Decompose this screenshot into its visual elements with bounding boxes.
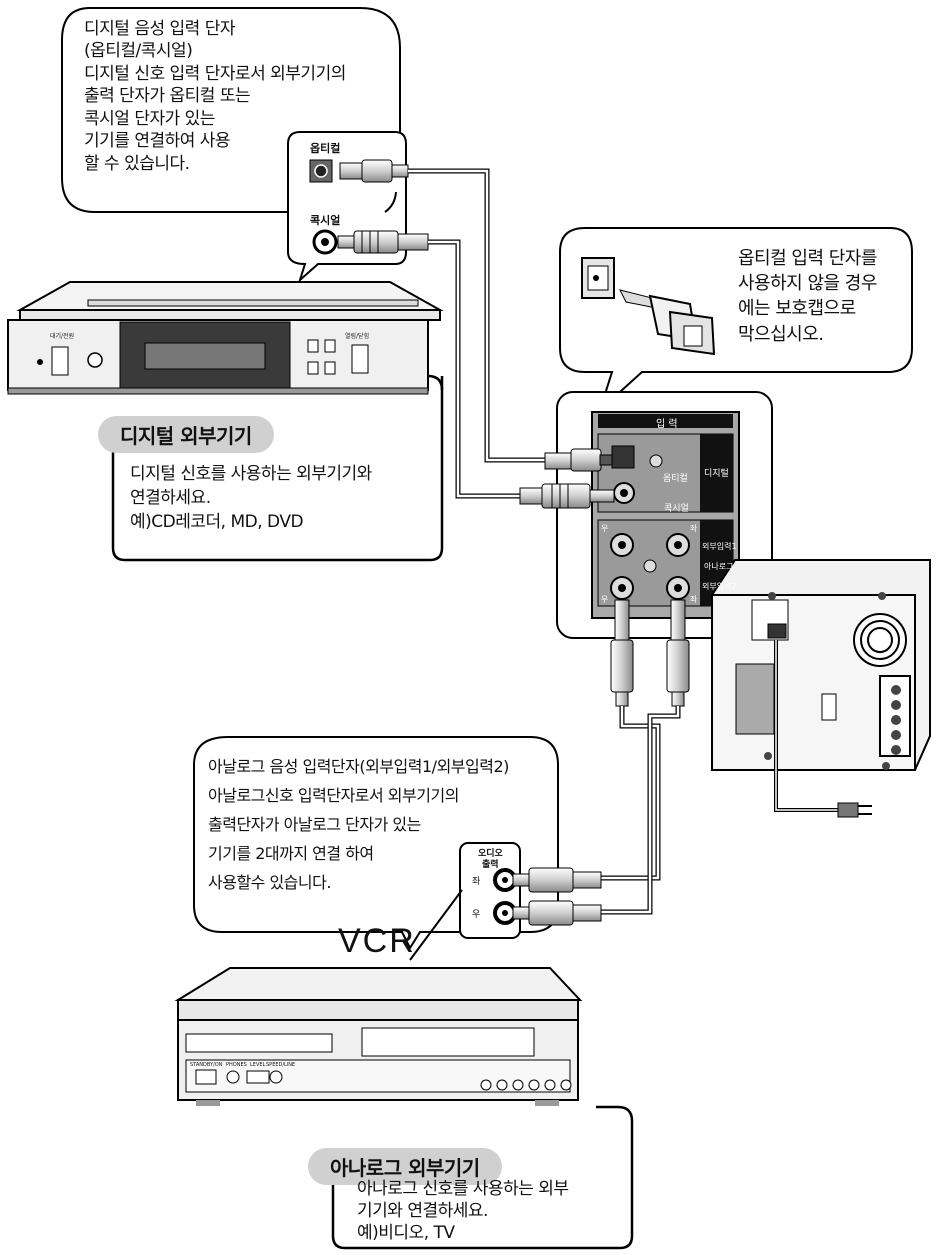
analog-callout-line: 아날로그신호 입력단자로서 외부기기의 [208,786,459,806]
vcr-standby-label: STANDBY/ON [190,1062,223,1068]
analog-device-line: 아나로그 신호를 사용하는 외부 [357,1179,569,1199]
vcr-device [174,967,583,1106]
analog-input-description: 아날로그 음성 입력단자(외부입력1/외부입력2) 아날로그신호 입력단자로서 … [208,752,509,898]
panel-left-label-bottom: 좌 [690,595,698,604]
digital-device-line: 예)CD레코더, MD, DVD [130,511,304,532]
digital-device-description: 디지털 신호를 사용하는 외부기기와 연결하세요. 예)CD레코더, MD, D… [130,463,372,534]
cap-callout-line: 사용하지 않을 경우 [738,273,877,295]
cd-coaxial-label: 콕시얼 [310,214,341,227]
panel-left-label-top: 좌 [690,524,698,533]
digital-callout-line: 콕시얼 단자가 있는 [84,108,215,129]
digital-input-description: 디지털 음성 입력 단자 (옵티컬/콕시얼) 디지털 신호 입력 단자로서 외부… [84,18,346,175]
analog-device-line: 기기와 연결하세요. [357,1201,488,1222]
analog-callout-line: 사용할수 있습니다. [208,873,331,893]
open-close-label: 열림/닫힘 [345,333,370,340]
standby-power-label: 대기/전원 [50,333,75,340]
optical-cap [581,257,716,356]
panel-coaxial-label: 콕시얼 [664,504,689,514]
digital-callout-line: 출력 단자가 옵티컬 또는 [84,86,251,107]
panel-right-label-top: 우 [601,524,609,533]
digital-callout-line: 기기를 연결하여 사용 [84,131,231,152]
panel-ext1-label: 외부입력1 [702,542,737,551]
digital-callout-line: 디지털 음성 입력 단자 [84,19,235,39]
digital-device-line: 디지털 신호를 사용하는 외부기기와 [130,464,372,484]
vcr-output-label: 출력 [482,860,499,870]
digital-device-title: 디지털 외부기기 [98,416,274,453]
analog-callout-line: 아날로그 음성 입력단자(외부입력1/외부입력2) [208,757,509,776]
digital-callout-line: 디지털 신호 입력 단자로서 외부기기의 [84,63,346,84]
panel-right-label-bottom: 우 [601,595,609,604]
vcr-level-label: LEVEL [250,1062,266,1068]
vcr-speed-label: SPEED/LINE [266,1062,296,1068]
analog-device-description: 아나로그 신호를 사용하는 외부 기기와 연결하세요. 예)비디오, TV [357,1178,569,1244]
optical-plug-cd [339,159,409,183]
digital-device-line: 연결하세요. [130,487,211,508]
analog-cable-2 [600,706,681,915]
panel-optical-label: 옵티컬 [663,474,688,484]
analog-device-callout [331,1105,634,1250]
cd-recorder [7,281,444,395]
digital-callout-line: (옵티컬/콕시얼) [84,41,193,62]
panel-analog-label: 아나로그 [704,562,734,571]
rca-plugs-analog [610,599,690,707]
panel-digital-label: 디지털 [704,469,729,479]
vcr-left-label: 좌 [472,877,481,887]
vcr-label: VCR [338,922,416,960]
main-unit-rear [711,559,931,771]
coaxial-plug-cd [337,230,429,254]
input-panel-header: 입 력 [656,419,678,430]
cap-callout-line: 에는 보호캡으로 [738,298,856,320]
cap-callout-line: 옵티컬 입력 단자를 [738,248,877,269]
rca-plugs-vcr [512,867,602,926]
cap-description: 옵티컬 입력 단자를 사용하지 않을 경우 에는 보호캡으로 막으십시오. [738,246,877,347]
vcr-right-label: 우 [472,910,481,920]
panel-ext2-label: 외부입력2 [702,582,737,591]
analog-callout-line: 출력단자가 아날로그 단자가 있는 [208,815,421,835]
analog-device-title: 아나로그 외부기기 [308,1148,502,1185]
vcr-audio-label: 오디오 [478,849,503,859]
analog-callout-line: 기기를 2대까지 연결 하여 [208,844,374,864]
digital-device-callout [111,376,444,562]
analog-device-line: 예)비디오, TV [357,1223,455,1244]
cap-callout-line: 막으십시오. [738,323,824,345]
coaxial-plug-panel [519,483,615,509]
vcr-phones-label: PHONES [226,1062,247,1068]
cd-optical-label: 옵티컬 [310,142,341,155]
digital-callout-line: 할 수 있습니다. [84,153,190,174]
optical-plug-panel [544,448,613,472]
